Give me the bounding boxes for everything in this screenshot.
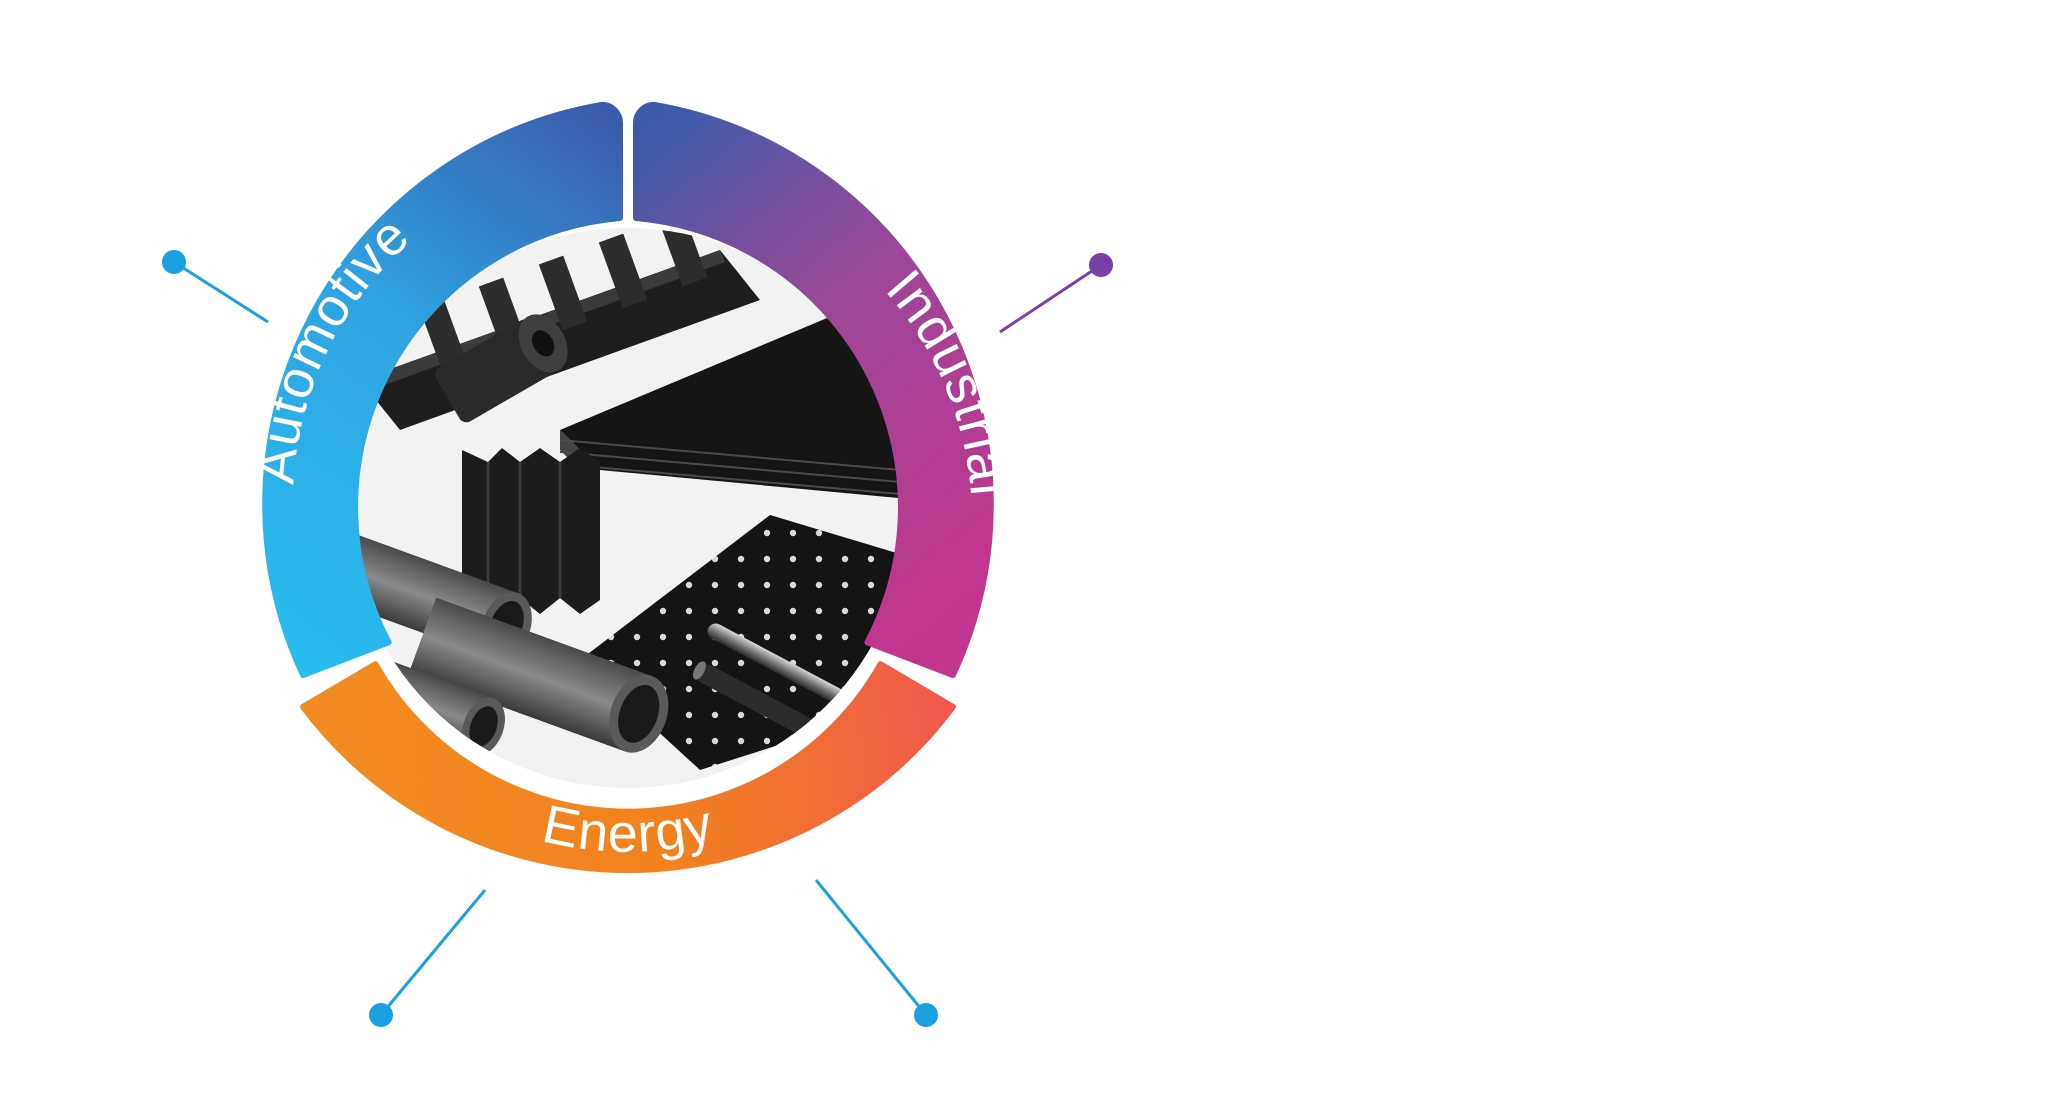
segment-energy[interactable] xyxy=(300,661,956,873)
segment-industrial[interactable] xyxy=(633,101,994,679)
connector-dot-industrial xyxy=(1089,253,1113,277)
center-products-photo xyxy=(348,228,908,788)
connector-dot-energy-right xyxy=(914,1003,938,1027)
connector-automotive xyxy=(162,250,269,324)
segment-label-energy: Energy xyxy=(538,794,718,864)
connector-industrial xyxy=(999,253,1113,334)
segment-automotive[interactable] xyxy=(262,101,623,679)
connector-energy-left xyxy=(369,889,487,1027)
connector-dot-automotive xyxy=(162,250,186,274)
connector-energy-right xyxy=(814,879,938,1027)
connector-dot-energy-left xyxy=(369,1003,393,1027)
